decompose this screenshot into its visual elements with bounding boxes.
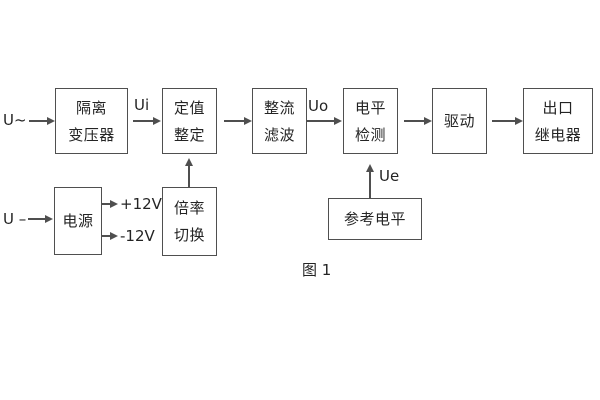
block-level-detection: 电平 检测 [343,88,398,154]
block-label-line: 隔离 [75,98,107,117]
block-reference-level: 参考电平 [328,198,422,240]
block-label-line: 驱动 [443,112,475,130]
block-label-line: 继电器 [534,125,582,144]
block-label-line: 出口 [542,98,574,117]
block-rectify-filter: 整流 滤波 [252,88,307,154]
figure-caption: 图 1 [302,261,332,279]
label-ue: Ue [379,167,400,185]
arrow-driver-to-relay [492,117,523,125]
arrow-power-minus12 [102,232,118,240]
block-label-line: 切换 [173,226,205,244]
arrow-ac-input-to-transformer [29,117,55,125]
block-ratio-switch: 倍率 切换 [162,187,217,256]
block-label-line: 倍率 [173,199,205,217]
block-label-line: 电源 [62,212,94,230]
block-isolation-transformer: 隔离 变压器 [55,88,128,154]
arrow-transformer-to-setting [133,117,161,125]
block-label-line: 整流 [263,98,295,117]
block-power-supply: 电源 [54,187,102,255]
arrow-reference-to-level [366,164,374,198]
block-label-line: 滤波 [263,125,295,144]
label-ui: Ui [134,96,150,114]
block-output-relay: 出口 继电器 [523,88,593,154]
arrow-ratio-to-setting [185,158,193,187]
block-label-line: 参考电平 [343,210,406,228]
arrow-power-plus12 [102,200,118,208]
block-label-line: 变压器 [68,125,115,144]
label-plus-12v: +12V [120,195,162,213]
label-minus-12v: -12V [120,227,155,245]
block-setting-adjustment: 定值 整定 [162,88,217,154]
block-driver: 驱动 [432,88,487,154]
block-label-line: 整定 [173,125,205,144]
block-label-line: 定值 [173,98,205,117]
arrow-setting-to-rectifier [224,117,252,125]
arrow-level-to-driver [404,117,432,125]
label-ac-input: U~ [3,111,27,129]
arrow-rectifier-to-level [307,117,342,125]
label-uo: Uo [308,97,329,115]
label-dc-input: U – [3,210,27,228]
arrow-dc-input-to-power [28,215,53,223]
block-label-line: 电平 [354,98,386,117]
block-label-line: 检测 [354,125,386,144]
